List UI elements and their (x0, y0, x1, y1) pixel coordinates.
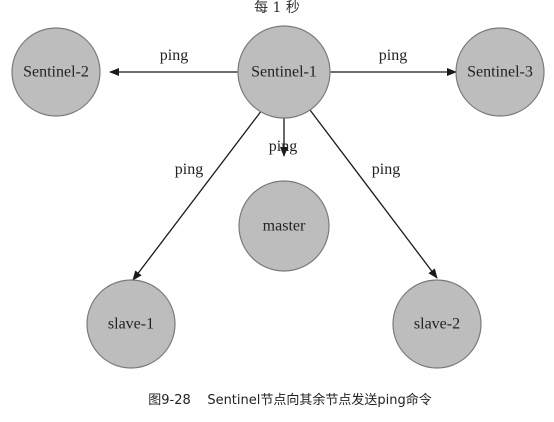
edge-line (309, 109, 438, 279)
node-slave-1: slave-1 (86, 279, 176, 369)
node-circle (392, 279, 482, 369)
edge-label-to-sentinel3: ping (379, 47, 407, 64)
node-label-sentinel-2: Sentinel-2 (23, 64, 89, 81)
edge-to-slave1: ping (132, 109, 263, 281)
edge-label-to-master: ping (269, 138, 297, 155)
edge-label-to-sentinel2: ping (160, 47, 188, 64)
node-circle (237, 25, 331, 119)
figure-caption: 图9-28 Sentinel节点向其余节点发送ping命令 (148, 392, 431, 408)
edge-to-slave2: ping (309, 109, 438, 279)
edge-label-to-slave1: ping (175, 161, 203, 178)
node-sentinel-2: Sentinel-2 (11, 27, 101, 117)
node-label-sentinel-1: Sentinel-1 (251, 64, 317, 81)
edge-label-to-slave2: ping (372, 161, 400, 178)
edge-to-master: ping (269, 118, 297, 157)
node-sentinel-1: Sentinel-1 (237, 25, 331, 119)
node-label-slave-2: slave-2 (414, 316, 460, 333)
node-circle (11, 27, 101, 117)
node-sentinel-3: Sentinel-3 (455, 27, 545, 117)
node-master: master (238, 180, 330, 272)
header-title: 每 1 秒 (254, 0, 300, 16)
node-label-slave-1: slave-1 (108, 316, 154, 333)
edge-to-sentinel3: ping (330, 47, 457, 76)
node-label-sentinel-3: Sentinel-3 (467, 64, 533, 81)
node-circle (455, 27, 545, 117)
edge-line (132, 109, 263, 281)
node-label-master: master (263, 218, 306, 235)
node-circle (238, 180, 330, 272)
edge-to-sentinel2: ping (109, 47, 238, 76)
node-slave-2: slave-2 (392, 279, 482, 369)
node-circle (86, 279, 176, 369)
